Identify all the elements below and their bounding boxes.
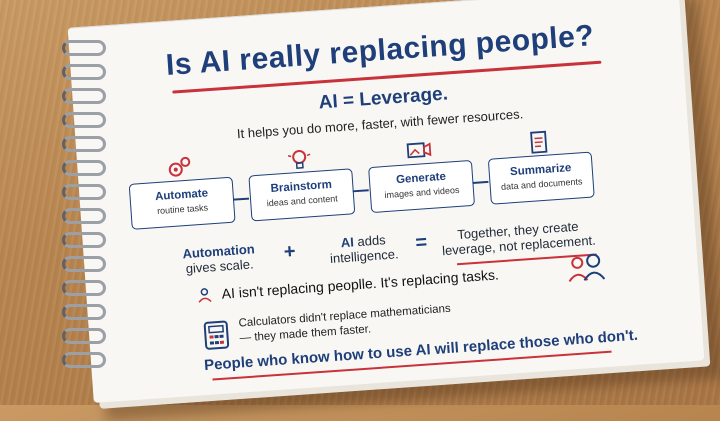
calculator-icon [202, 319, 230, 351]
spiral-binding [62, 40, 102, 390]
step-brainstorm: Brainstorm ideas and content [248, 168, 355, 221]
people-icon [565, 251, 607, 284]
formula-automation: Automation gives scale. [163, 240, 275, 278]
binding-ring [62, 64, 106, 80]
step-generate: Generate images and videos [368, 160, 475, 213]
binding-ring [62, 328, 106, 344]
binding-ring [62, 352, 106, 368]
binding-ring [62, 208, 106, 224]
binding-ring [62, 184, 106, 200]
step-connector [233, 198, 249, 201]
formula-term-bold: AI [340, 234, 354, 250]
formula-ai: AI adds intelligence. [308, 230, 420, 268]
binding-ring [62, 232, 106, 248]
equals-operator: = [415, 231, 428, 255]
lightbulb-icon [286, 146, 314, 172]
binding-ring [62, 136, 106, 152]
binding-ring [62, 88, 106, 104]
page-title: Is AI really replacing people? [139, 17, 620, 84]
binding-ring [62, 40, 106, 56]
plus-operator: + [283, 240, 296, 264]
person-icon [196, 286, 213, 303]
gears-icon [166, 154, 194, 180]
binding-ring [62, 256, 106, 272]
notebook-page: Is AI really replacing people? AI = Leve… [68, 0, 705, 403]
step-summarize: Summarize data and documents [488, 152, 595, 205]
step-connector [353, 189, 369, 192]
document-icon [525, 129, 553, 155]
binding-ring [62, 304, 106, 320]
binding-ring [62, 160, 106, 176]
binding-ring [62, 112, 106, 128]
step-automate: Automate routine tasks [129, 177, 236, 230]
insight-text: AI isn't replacing peoplle. It's replaci… [221, 266, 499, 301]
binding-ring [62, 280, 106, 296]
step-connector [472, 181, 488, 184]
image-video-icon [405, 138, 433, 164]
